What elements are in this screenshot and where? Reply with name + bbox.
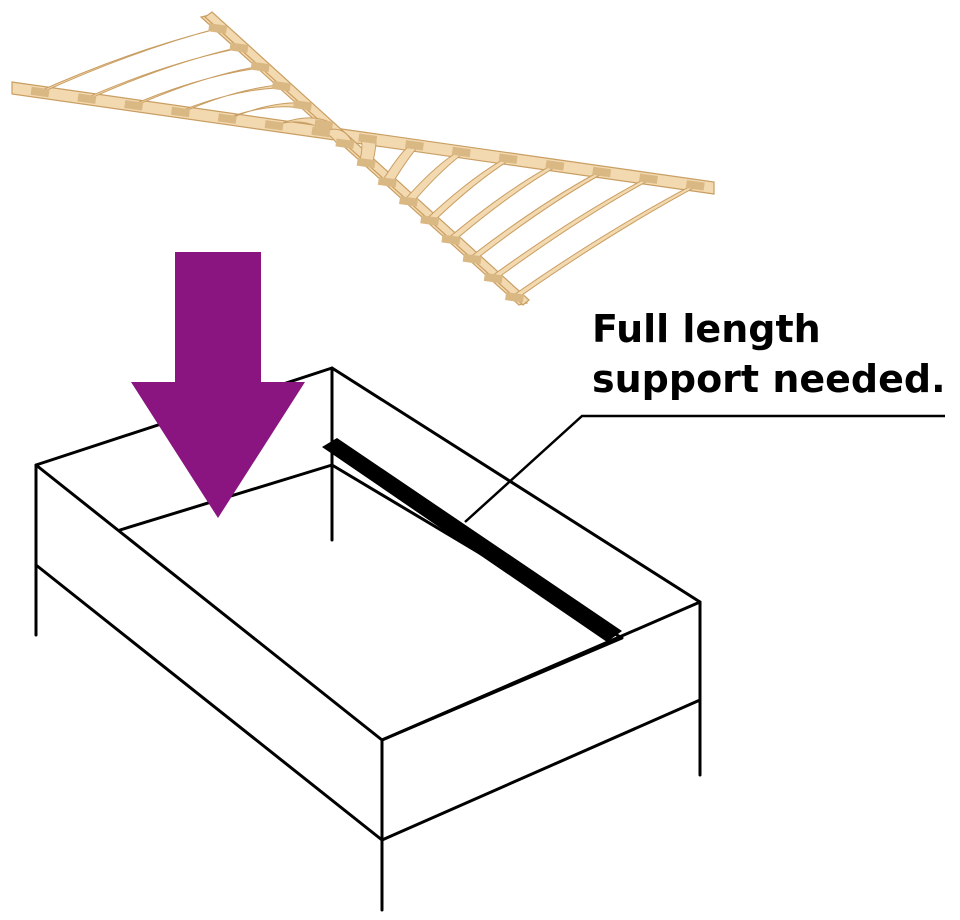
callout-line-2: support needed. bbox=[592, 357, 946, 401]
slat-holder bbox=[498, 153, 518, 164]
slat-holder bbox=[271, 80, 291, 92]
slat-holder bbox=[356, 157, 376, 169]
slat-holder bbox=[420, 215, 440, 226]
slat-holder bbox=[30, 86, 50, 98]
slat-holder bbox=[685, 180, 705, 191]
slat-holder bbox=[311, 126, 331, 138]
slat-holder bbox=[264, 120, 284, 131]
slat-holder bbox=[314, 119, 334, 130]
slat-holder bbox=[229, 42, 249, 53]
slat-holder bbox=[592, 166, 612, 178]
center-support-beam-icon bbox=[322, 438, 622, 642]
slat-holder bbox=[77, 93, 97, 104]
slat bbox=[443, 162, 563, 243]
callout-label: Full length support needed. bbox=[592, 304, 946, 404]
slat bbox=[422, 156, 516, 224]
slat-holder bbox=[462, 253, 482, 265]
slat-holder bbox=[250, 61, 270, 73]
slat-holder bbox=[358, 133, 378, 144]
slat-holder bbox=[293, 100, 312, 111]
slat-holder bbox=[441, 234, 461, 245]
slat-holder bbox=[377, 176, 397, 188]
slat bbox=[32, 26, 225, 95]
callout-leader-line bbox=[464, 414, 945, 523]
slat-holder bbox=[545, 160, 565, 171]
slat-holder bbox=[451, 146, 471, 158]
slat-holder bbox=[399, 196, 418, 207]
slat bbox=[507, 182, 703, 300]
slat-holder bbox=[505, 292, 524, 303]
down-arrow-icon bbox=[131, 252, 305, 518]
slat-holder bbox=[483, 272, 503, 284]
slat-holder bbox=[639, 173, 658, 184]
callout-line-1: Full length bbox=[592, 307, 821, 351]
slat-holder bbox=[335, 138, 355, 149]
bed-frame-box-icon bbox=[34, 366, 702, 912]
slat-holder bbox=[171, 106, 190, 118]
slatted-bed-base-icon bbox=[11, 11, 715, 306]
slat-holder bbox=[217, 113, 237, 124]
slat-holder bbox=[124, 100, 144, 111]
slat-holder bbox=[405, 140, 424, 151]
slat-holder bbox=[208, 23, 228, 34]
